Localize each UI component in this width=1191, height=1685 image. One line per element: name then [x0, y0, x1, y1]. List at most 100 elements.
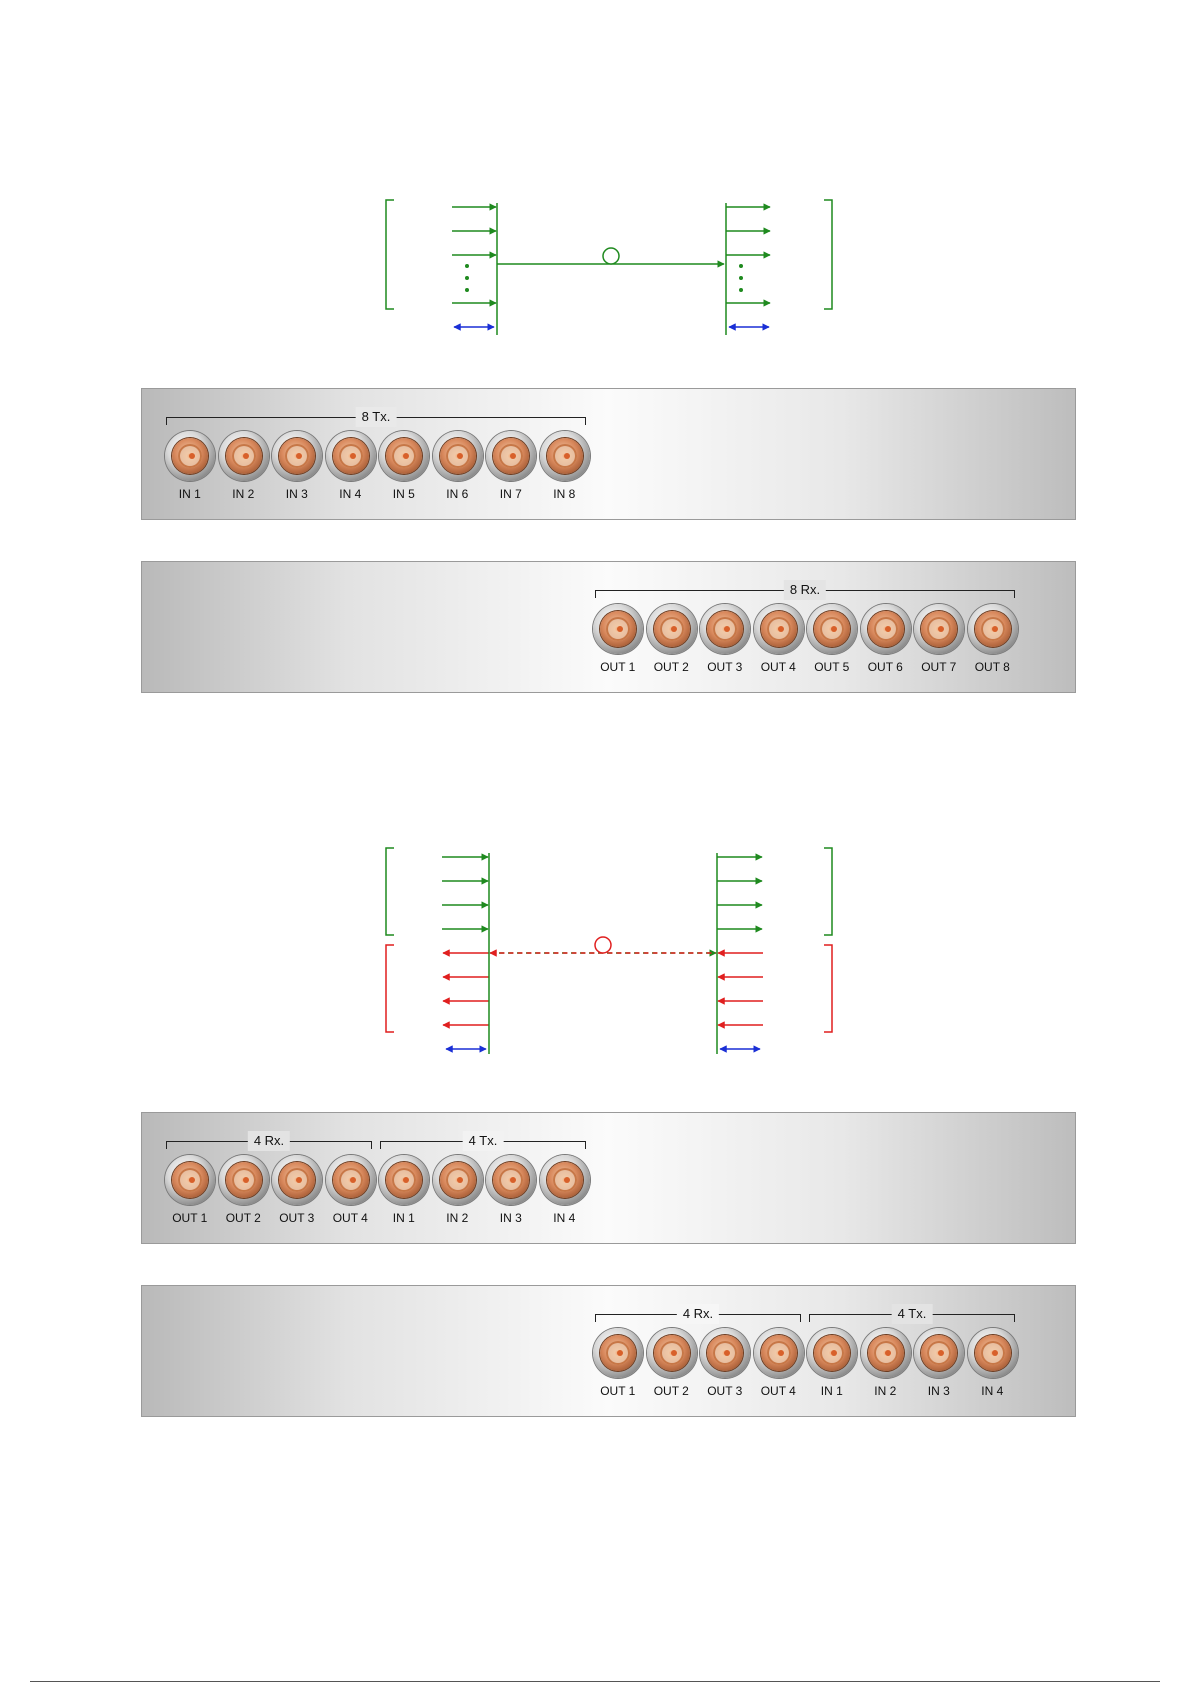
bnc-jack-icon — [219, 431, 269, 481]
connector-label: OUT 3 — [698, 1384, 752, 1398]
connector-label: OUT 2 — [645, 660, 699, 674]
bnc-connector[interactable]: IN 4 — [324, 431, 378, 511]
bnc-connector[interactable]: OUT 2 — [645, 1328, 699, 1408]
bnc-connector[interactable]: OUT 1 — [163, 1155, 217, 1235]
fwd-bracket-left — [386, 848, 394, 935]
connector-label: OUT 1 — [591, 660, 645, 674]
connector-label: OUT 3 — [270, 1211, 324, 1225]
connector-row: OUT 1 OUT 2 OUT 3 OUT 4 — [163, 1155, 377, 1235]
bnc-jack-icon — [593, 1328, 643, 1378]
bnc-jack-icon — [379, 431, 429, 481]
bnc-connector[interactable]: OUT 8 — [966, 604, 1020, 684]
bnc-connector[interactable]: OUT 3 — [270, 1155, 324, 1235]
bnc-jack-icon — [754, 1328, 804, 1378]
bnc-connector[interactable]: IN 4 — [966, 1328, 1020, 1408]
rev-input-arrows-right — [718, 953, 763, 1025]
group-4tx: 4 Tx. IN 1 IN 2 IN 3 IN 4 — [805, 1286, 1019, 1418]
connector-row: IN 1 IN 2 IN 3 IN 4 — [805, 1328, 1019, 1408]
group-label: 4 Tx. — [463, 1131, 504, 1151]
bnc-connector[interactable]: IN 5 — [377, 431, 431, 511]
connector-label: OUT 1 — [591, 1384, 645, 1398]
bnc-connector[interactable]: OUT 5 — [805, 604, 859, 684]
bnc-jack-icon — [219, 1155, 269, 1205]
bnc-connector[interactable]: OUT 3 — [698, 604, 752, 684]
connector-label: IN 3 — [912, 1384, 966, 1398]
connector-row: OUT 1 OUT 2 OUT 3 OUT 4 OUT 5 OUT 6 OUT … — [591, 604, 1019, 684]
panel-8rx: 8 Rx. OUT 1 OUT 2 OUT 3 OUT 4 OUT 5 OUT … — [141, 561, 1076, 693]
bnc-jack-icon — [914, 604, 964, 654]
bnc-connector[interactable]: OUT 1 — [591, 1328, 645, 1408]
group-label: 8 Tx. — [356, 407, 397, 427]
bnc-jack-icon — [861, 604, 911, 654]
connector-label: IN 2 — [431, 1211, 485, 1225]
bnc-connector[interactable]: IN 3 — [270, 431, 324, 511]
bnc-connector[interactable]: OUT 7 — [912, 604, 966, 684]
bnc-jack-icon — [593, 604, 643, 654]
group-label: 4 Rx. — [677, 1304, 719, 1324]
bnc-connector[interactable]: IN 3 — [484, 1155, 538, 1235]
bnc-connector[interactable]: IN 4 — [538, 1155, 592, 1235]
connector-label: IN 3 — [484, 1211, 538, 1225]
bnc-connector[interactable]: IN 8 — [538, 431, 592, 511]
rx-bracket-right — [824, 200, 832, 309]
group-8tx: 8 Tx. IN 1 IN 2 IN 3 IN 4 IN 5 IN 6 IN 7… — [163, 389, 593, 521]
group-4rx: 4 Rx. OUT 1 OUT 2 OUT 3 OUT 4 — [591, 1286, 805, 1418]
bnc-connector[interactable]: IN 3 — [912, 1328, 966, 1408]
bnc-jack-icon — [700, 1328, 750, 1378]
bnc-jack-icon — [433, 1155, 483, 1205]
connector-label: IN 8 — [538, 487, 592, 501]
bnc-connector[interactable]: OUT 2 — [217, 1155, 271, 1235]
group-8rx: 8 Rx. OUT 1 OUT 2 OUT 3 OUT 4 OUT 5 OUT … — [591, 562, 1021, 694]
fwd-input-arrows — [442, 857, 488, 929]
bnc-connector[interactable]: OUT 6 — [859, 604, 913, 684]
bnc-jack-icon — [326, 431, 376, 481]
panel-4rx4tx-right: 4 Rx. OUT 1 OUT 2 OUT 3 OUT 4 4 Tx. IN 1… — [141, 1285, 1076, 1417]
connector-label: OUT 5 — [805, 660, 859, 674]
connector-label: OUT 2 — [217, 1211, 271, 1225]
bnc-jack-icon — [272, 1155, 322, 1205]
bnc-connector[interactable]: IN 1 — [377, 1155, 431, 1235]
bnc-connector[interactable]: IN 2 — [431, 1155, 485, 1235]
group-4tx: 4 Tx. IN 1 IN 2 IN 3 IN 4 — [377, 1113, 591, 1245]
bnc-jack-icon — [968, 604, 1018, 654]
bnc-jack-icon — [272, 431, 322, 481]
rx-output-arrows — [726, 207, 770, 303]
connector-label: OUT 4 — [752, 660, 806, 674]
panel-8tx: 8 Tx. IN 1 IN 2 IN 3 IN 4 IN 5 IN 6 IN 7… — [141, 388, 1076, 520]
bnc-connector[interactable]: OUT 4 — [752, 1328, 806, 1408]
bnc-connector[interactable]: IN 1 — [163, 431, 217, 511]
bnc-jack-icon — [540, 431, 590, 481]
connector-label: IN 3 — [270, 487, 324, 501]
bnc-connector[interactable]: IN 2 — [217, 431, 271, 511]
connector-row: IN 1 IN 2 IN 3 IN 4 — [377, 1155, 591, 1235]
bnc-connector[interactable]: IN 6 — [431, 431, 485, 511]
connector-label: OUT 2 — [645, 1384, 699, 1398]
bnc-jack-icon — [433, 431, 483, 481]
bnc-jack-icon — [754, 604, 804, 654]
group-label: 4 Tx. — [892, 1304, 933, 1324]
bnc-connector[interactable]: IN 7 — [484, 431, 538, 511]
rx-ellipsis — [739, 264, 743, 292]
bnc-connector[interactable]: OUT 1 — [591, 604, 645, 684]
bnc-connector[interactable]: OUT 4 — [752, 604, 806, 684]
group-4rx: 4 Rx. OUT 1 OUT 2 OUT 3 OUT 4 — [163, 1113, 377, 1245]
bnc-jack-icon — [647, 604, 697, 654]
bnc-connector[interactable]: OUT 4 — [324, 1155, 378, 1235]
bnc-connector[interactable]: OUT 2 — [645, 604, 699, 684]
bnc-jack-icon — [807, 604, 857, 654]
bnc-jack-icon — [379, 1155, 429, 1205]
bnc-jack-icon — [165, 431, 215, 481]
bnc-connector[interactable]: OUT 3 — [698, 1328, 752, 1408]
bnc-connector[interactable]: IN 1 — [805, 1328, 859, 1408]
bnc-jack-icon — [807, 1328, 857, 1378]
bnc-jack-icon — [165, 1155, 215, 1205]
connector-label: OUT 1 — [163, 1211, 217, 1225]
bnc-jack-icon — [540, 1155, 590, 1205]
group-label: 4 Rx. — [248, 1131, 290, 1151]
bnc-connector[interactable]: IN 2 — [859, 1328, 913, 1408]
connector-row: OUT 1 OUT 2 OUT 3 OUT 4 — [591, 1328, 805, 1408]
bnc-jack-icon — [486, 1155, 536, 1205]
connector-label: OUT 4 — [324, 1211, 378, 1225]
rev-output-arrows-left — [443, 953, 489, 1025]
tx-bracket-left — [386, 200, 394, 309]
